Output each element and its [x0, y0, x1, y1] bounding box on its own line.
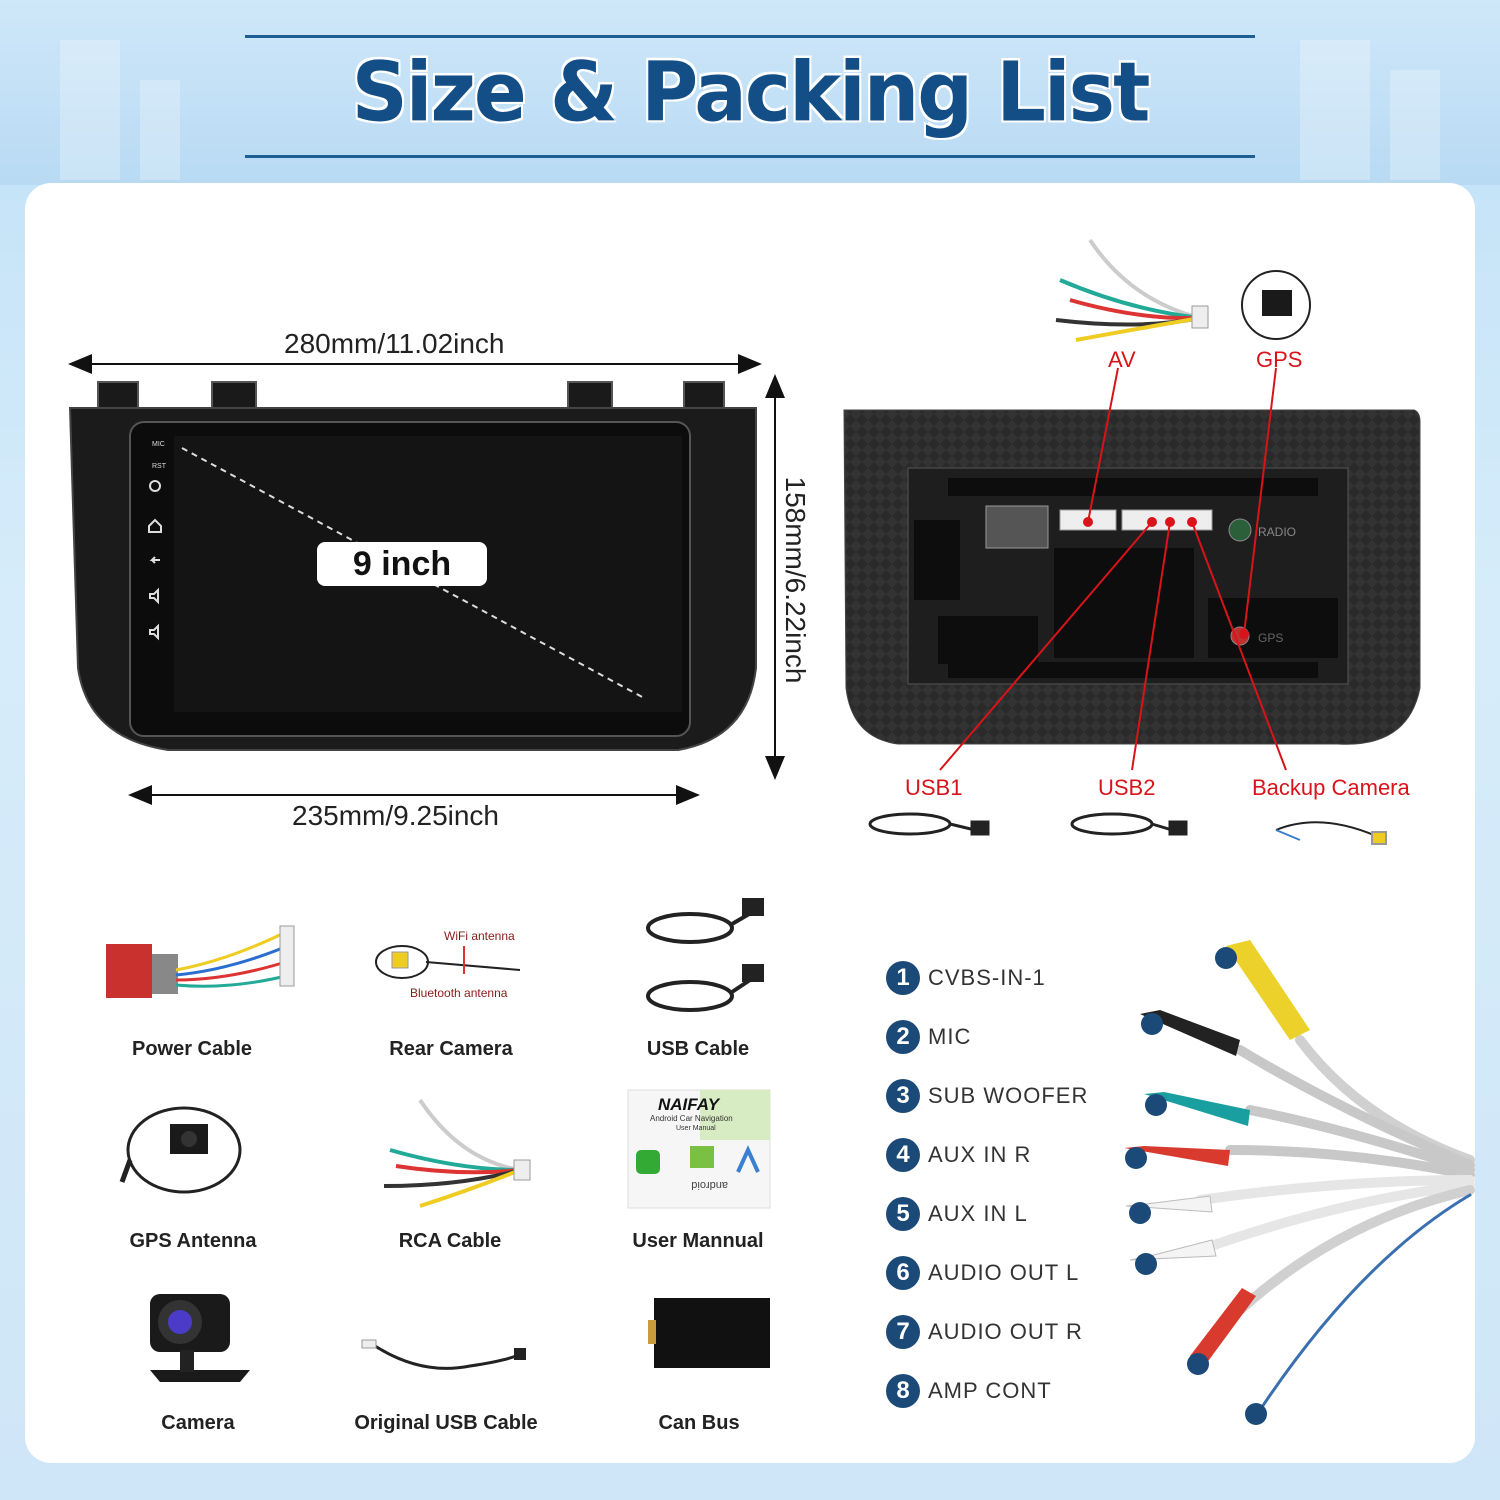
content-card	[25, 183, 1475, 1463]
pin-label: CVBS-IN-1	[928, 965, 1046, 990]
pin-number-badge: 6	[886, 1256, 920, 1290]
rca-cable-icon	[383, 1098, 531, 1208]
bluetooth-antenna-text: Bluetooth antenna	[410, 986, 508, 1000]
user-manual-icon: NAIFAY Android Car Navigation User Manua…	[627, 1089, 771, 1209]
usb1-port-label: USB1	[905, 775, 963, 800]
av-port-label: AV	[1108, 347, 1136, 372]
skyline-decoration	[60, 40, 120, 180]
gps-port-label: GPS	[1256, 347, 1303, 372]
skyline-decoration	[1300, 40, 1370, 180]
usb2-port-label: USB2	[1098, 775, 1156, 800]
page-title: Size & Packing List	[351, 45, 1151, 141]
pin-number-badge: 2	[886, 1020, 920, 1054]
pin-label: MIC	[928, 1024, 972, 1049]
pin-row: 5 AUX IN L	[886, 1196, 1028, 1232]
power-cable-icon	[106, 925, 295, 998]
pin-number-badge: 5	[886, 1197, 920, 1231]
manual-os-text: android	[691, 1179, 728, 1191]
packing-item-original-usb-cable: Original USB Cable	[354, 1412, 538, 1434]
volume-up-icon	[149, 587, 159, 605]
rca-plug-7	[1190, 1288, 1256, 1364]
gps-port-text: GPS	[1258, 631, 1283, 645]
pin-row: 2 MIC	[886, 1019, 971, 1055]
can-bus-icon	[648, 1298, 770, 1368]
skyline-decoration	[140, 80, 180, 180]
head-unit-rear: RADIO GPS	[843, 409, 1421, 745]
manual-subtitle: Android Car Navigation	[650, 1114, 733, 1123]
pin-row: 7 AUDIO OUT R	[886, 1314, 1083, 1350]
backup-camera-port-label: Backup Camera	[1252, 775, 1410, 800]
pin-row: 4 AUX IN R	[886, 1137, 1031, 1173]
pin-number-badge: 4	[886, 1138, 920, 1172]
packing-item-usb-cable: USB Cable	[646, 1038, 750, 1060]
title-rule-bottom	[245, 155, 1255, 158]
title-rule-top	[245, 35, 1255, 38]
usb1-cable-icon	[868, 812, 990, 836]
pin-label: AUDIO OUT R	[928, 1319, 1083, 1344]
pin-label: AUDIO OUT L	[928, 1260, 1080, 1285]
pin-number-badge: 1	[886, 961, 920, 995]
top-width-label: 280mm/11.02inch	[284, 328, 505, 359]
radio-port-text: RADIO	[1258, 525, 1296, 539]
pin-row: 8 AMP CONT	[886, 1373, 1052, 1409]
wifi-antenna-text: WiFi antenna	[444, 929, 515, 943]
av-harness-icon	[1055, 238, 1209, 342]
packing-item-camera: Camera	[161, 1412, 235, 1434]
header-banner: Size & Packing List	[0, 0, 1500, 185]
pin-number-badge: 8	[886, 1374, 920, 1408]
packing-item-gps-antenna: GPS Antenna	[129, 1230, 257, 1252]
pin-row: 6 AUDIO OUT L	[886, 1255, 1079, 1291]
manual-subtitle2: User Manual	[676, 1125, 716, 1132]
pin-label: AUX IN R	[928, 1142, 1032, 1167]
power-icon	[149, 480, 161, 492]
packing-item-power-cable: Power Cable	[131, 1038, 253, 1060]
back-icon	[149, 556, 160, 564]
volume-down-icon	[149, 623, 159, 641]
android-auto-icon	[736, 1145, 760, 1173]
radio-antenna-port	[1228, 518, 1252, 542]
rca-plug-2	[1140, 1010, 1240, 1056]
pin-row: 3 SUB WOOFER	[886, 1078, 1088, 1114]
gps-antenna-icon	[1241, 270, 1311, 340]
gps-antenna-item-icon	[119, 1106, 242, 1194]
rca-plug-3	[1144, 1092, 1250, 1126]
rear-camera-cable-icon: WiFi antenna Bluetooth antenna	[375, 929, 521, 1000]
usb2-cable-icon	[1070, 812, 1188, 836]
carplay-icon	[636, 1150, 660, 1174]
android-icon	[690, 1146, 714, 1168]
packing-item-rear-camera: Rear Camera	[389, 1038, 513, 1060]
screen-size-badge: 9 inch	[317, 542, 487, 586]
packing-item-rca-cable: RCA Cable	[398, 1230, 502, 1252]
packing-item-user-manual: User Mannual	[632, 1230, 764, 1252]
camera-icon	[150, 1294, 250, 1382]
pin-label: SUB WOOFER	[928, 1083, 1089, 1108]
pin-label: AMP CONT	[928, 1378, 1052, 1403]
pin-row: 1 CVBS-IN-1	[886, 960, 1046, 996]
pin-label: AUX IN L	[928, 1201, 1028, 1226]
backup-camera-cable-icon	[1275, 821, 1387, 845]
packing-item-can-bus: Can Bus	[658, 1412, 740, 1434]
pin-number-badge: 7	[886, 1315, 920, 1349]
rca-plug-1	[1226, 940, 1310, 1040]
rca-plug-4	[1124, 1146, 1230, 1166]
mic-label: MIC	[152, 441, 165, 448]
pin-number-badge: 3	[886, 1079, 920, 1113]
skyline-decoration	[1390, 70, 1440, 180]
usb-cable-icon	[646, 898, 764, 1012]
rst-label: RST	[152, 463, 167, 470]
original-usb-cable-icon	[361, 1339, 526, 1370]
manual-brand: NAIFAY	[658, 1095, 721, 1114]
home-icon	[148, 518, 162, 533]
bottom-width-label: 235mm/9.25inch	[292, 800, 500, 831]
